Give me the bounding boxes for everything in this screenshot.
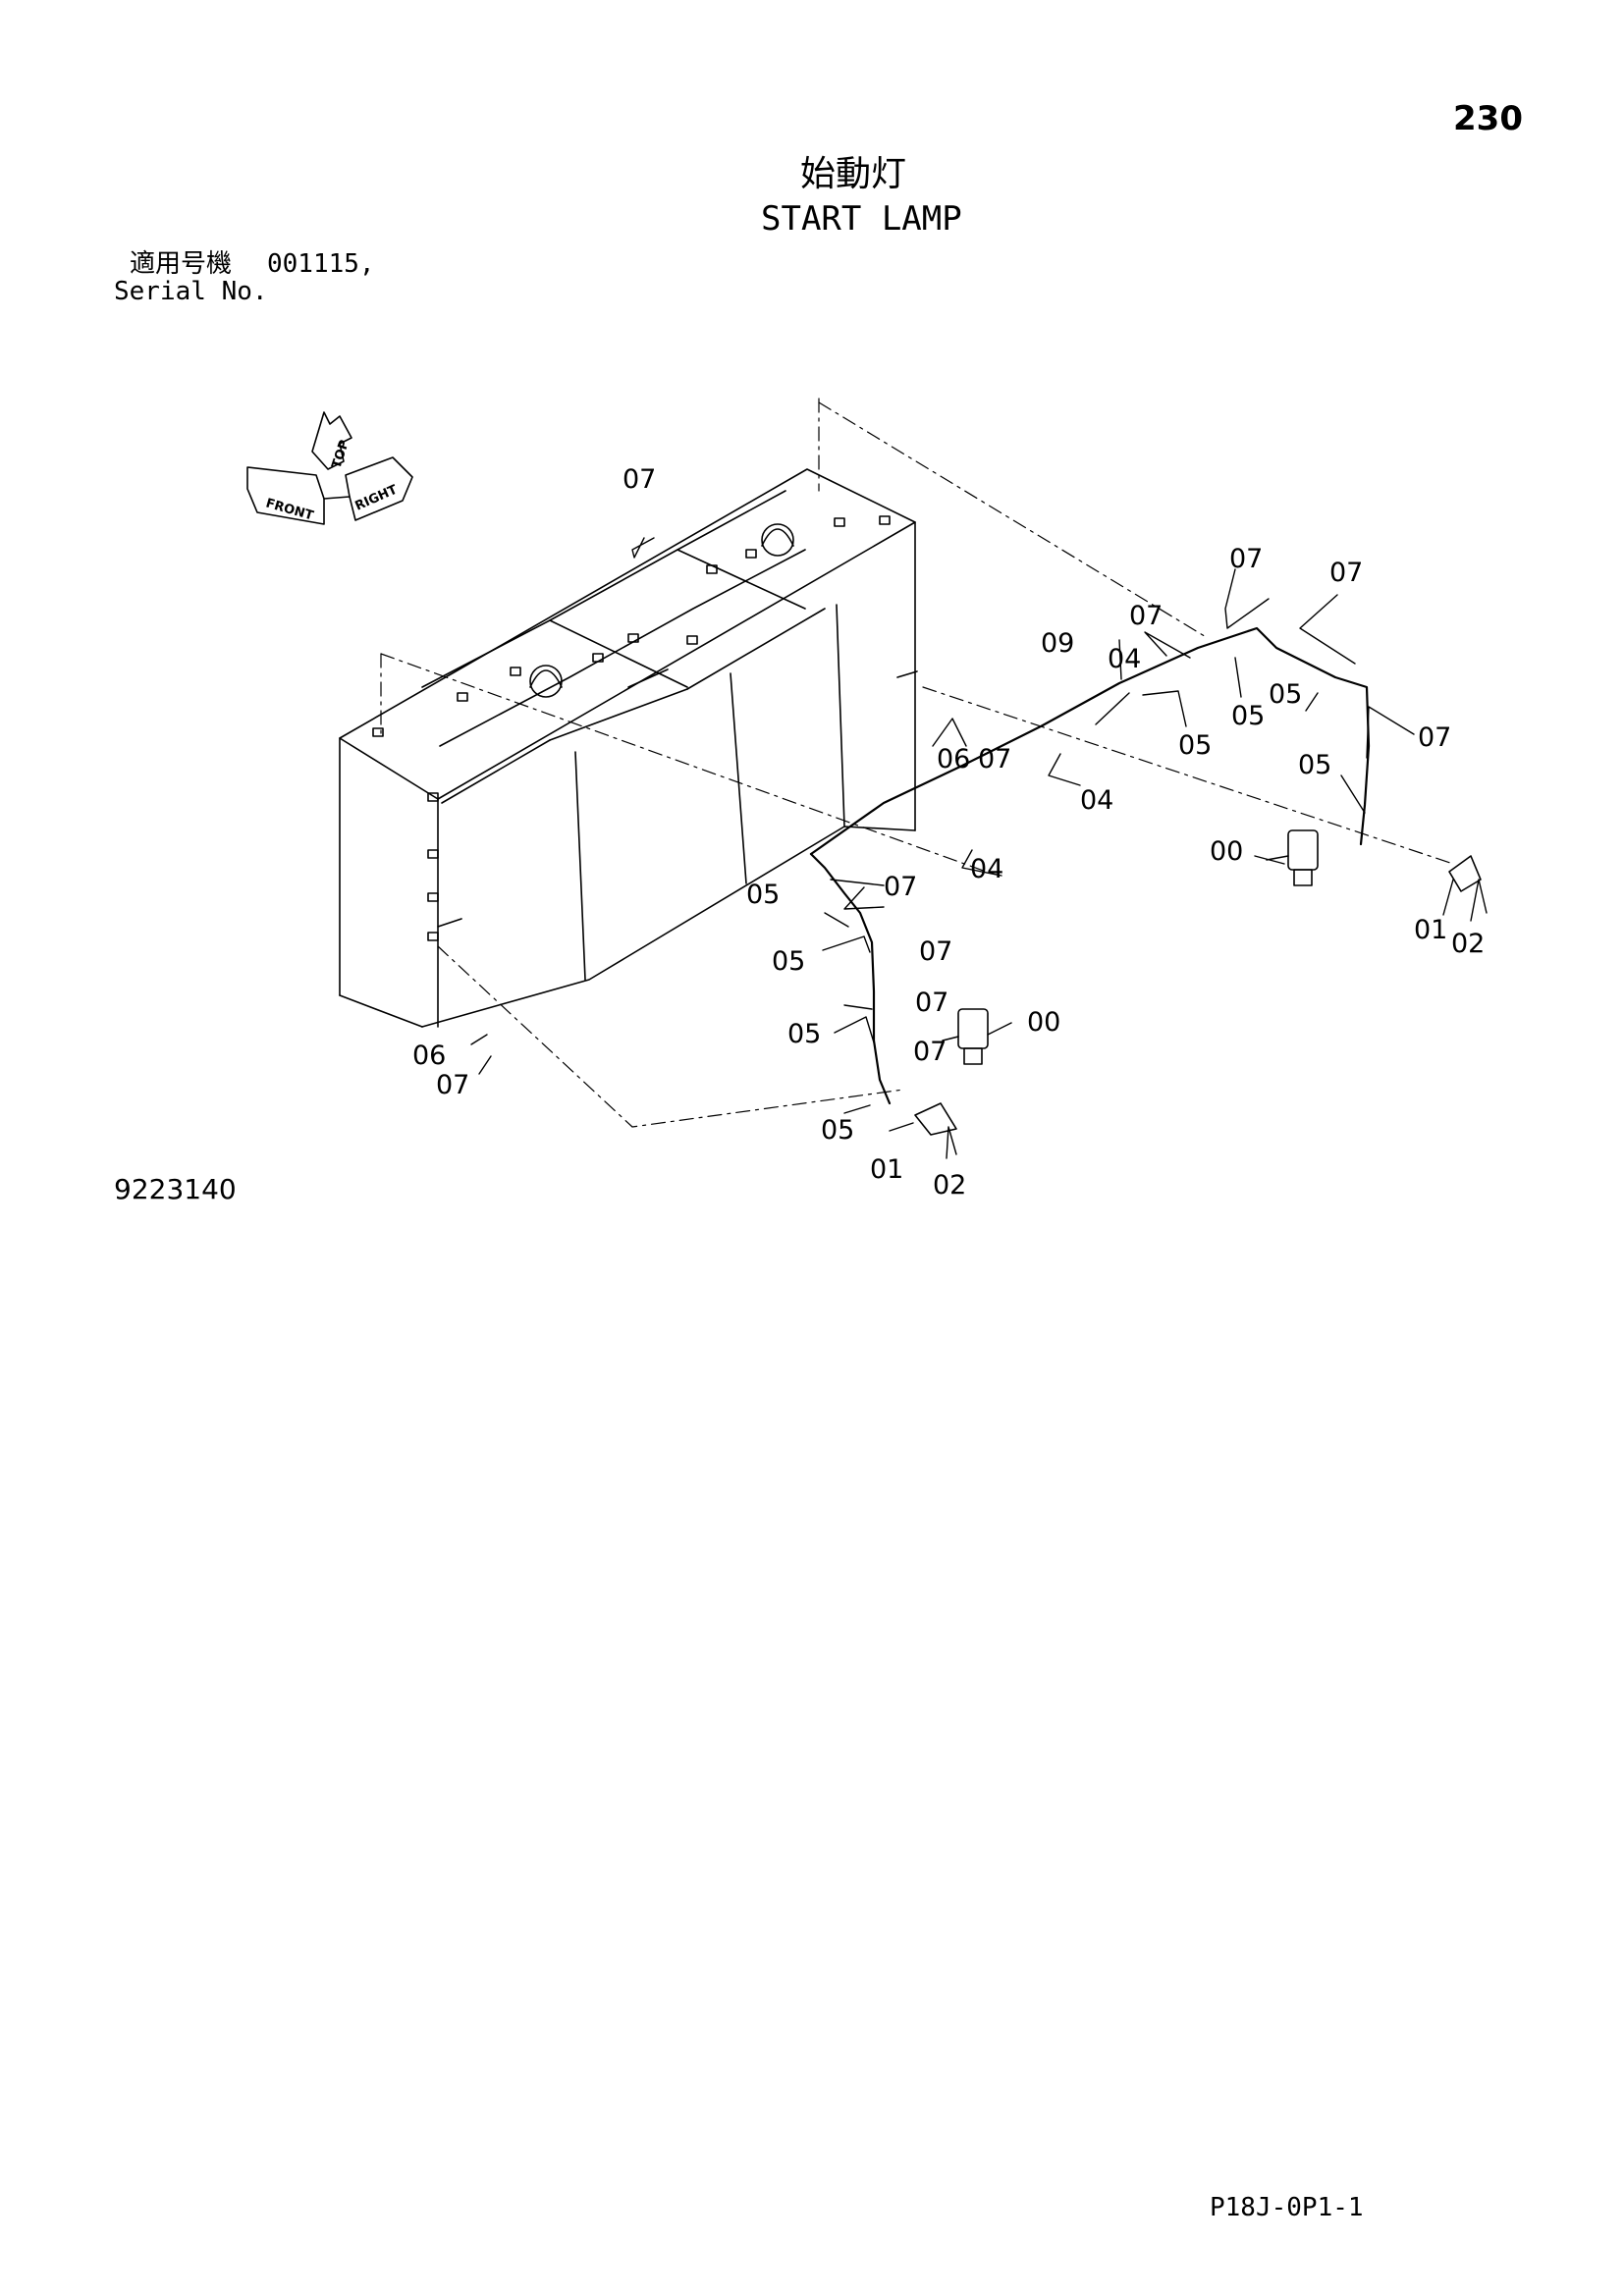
wire-harness: [809, 626, 1371, 1105]
callout-label: 01: [1414, 915, 1447, 945]
callout-label: 04: [1108, 644, 1141, 674]
orientation-arrows-icon: [246, 411, 413, 525]
page-code: P18J-0P1-1: [1210, 2193, 1364, 2222]
callout-labels: 07 07 07 07 09 04 05 05 05 07 06 07 04 0…: [412, 464, 1485, 1201]
bracket: [914, 855, 1482, 1136]
callout-label: 07: [1129, 601, 1163, 631]
callout-label: 07: [884, 872, 917, 902]
callout-label: 05: [787, 1019, 821, 1049]
callout-label: 04: [1080, 785, 1113, 816]
callout-label: 07: [1418, 722, 1451, 753]
serial-label-jp: 適用号機: [130, 249, 233, 279]
callout-label: 06: [412, 1041, 446, 1071]
callout-label: 07: [1329, 558, 1363, 588]
callout-label: 05: [746, 880, 780, 910]
callout-label: 07: [623, 464, 656, 495]
callout-label: 05: [772, 946, 805, 977]
tank-body: [339, 468, 918, 1028]
callout-label: 09: [1041, 628, 1074, 659]
callout-label: 05: [821, 1115, 854, 1146]
page-number: 230: [1453, 99, 1523, 138]
orientation-front: FRONT: [264, 496, 315, 523]
serial-label-en: Serial No.: [114, 277, 268, 306]
callout-label: 04: [970, 854, 1003, 884]
serial-value: 001115,: [267, 249, 375, 279]
callout-label: 07: [978, 744, 1011, 774]
orientation-right: RIGHT: [353, 482, 401, 513]
callout-label: 05: [1178, 730, 1212, 761]
callout-label: 07: [1229, 544, 1263, 574]
callout-label: 05: [1298, 750, 1331, 780]
callout-label: 02: [933, 1170, 966, 1201]
figure-id: 9223140: [114, 1173, 237, 1205]
callout-label: 07: [913, 1037, 947, 1067]
callout-label: 00: [1210, 836, 1243, 867]
assembly-line: [380, 398, 1454, 1128]
callout-label: 07: [919, 936, 952, 967]
leader-lines: [470, 537, 1488, 1159]
page-title-en: START LAMP: [761, 199, 962, 239]
callout-label: 00: [1027, 1007, 1060, 1038]
page-title-jp: 始動灯: [800, 154, 907, 194]
orientation-top: TOP: [330, 439, 352, 471]
callout-label: 02: [1451, 929, 1485, 959]
callout-label: 05: [1231, 701, 1265, 731]
callout-label: 07: [436, 1070, 469, 1100]
callout-label: 06: [937, 744, 970, 774]
callout-label: 05: [1269, 679, 1302, 710]
callout-label: 01: [870, 1154, 903, 1185]
start-lamp-1: [942, 829, 1319, 1065]
callout-label: 07: [915, 988, 948, 1018]
